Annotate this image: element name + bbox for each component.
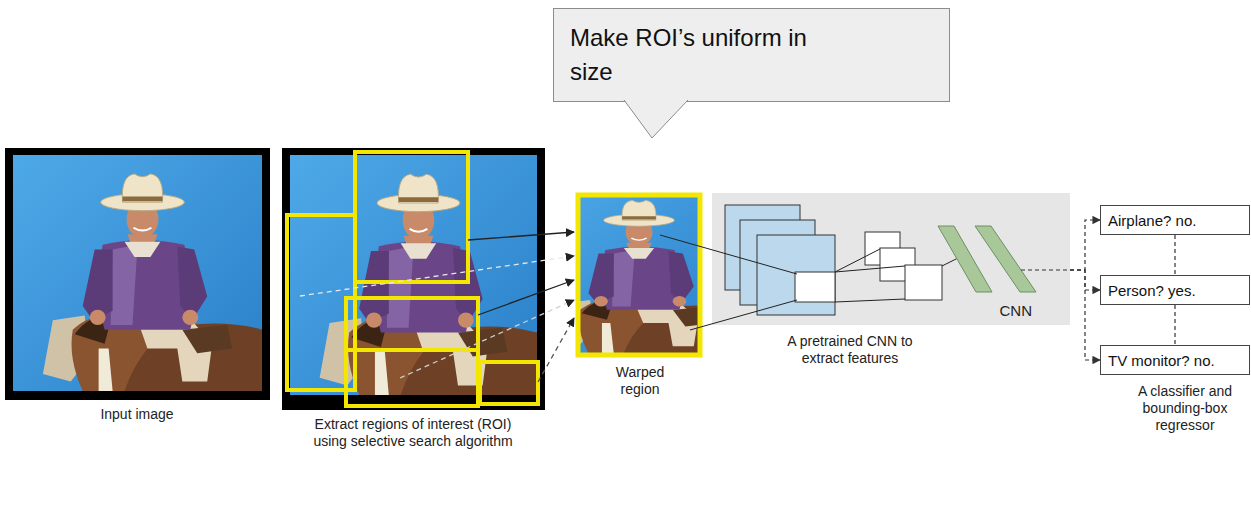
class-box: TV monitor? no. (1100, 345, 1250, 375)
caption-label: A pretrained CNN to extract features (770, 333, 930, 367)
feature-maps (725, 205, 942, 315)
node-text: TV monitor? no. (1108, 352, 1215, 369)
cnn-panel: CNN (712, 193, 1070, 325)
output-stub (1021, 269, 1070, 270)
input-photo (5, 148, 270, 400)
caption-label: A classifier and bounding-box regressor (1120, 383, 1250, 433)
roi-boxes (287, 152, 538, 406)
receptive-lines (660, 235, 958, 330)
callout-box: Make ROI’s uniform in size (553, 8, 950, 102)
dashed-connector (1174, 235, 1175, 275)
dashed-connector (1174, 305, 1175, 345)
caption-label: Extract regions of interest (ROI) using … (313, 416, 513, 450)
proposal-photo (282, 148, 545, 410)
node-text: Person? yes. (1108, 282, 1196, 299)
dashed-connector (1070, 270, 1100, 360)
warped-photo (529, 187, 740, 355)
callout-pointer (624, 100, 690, 142)
dashed-connector (1070, 220, 1100, 270)
caption-label: Warped region (600, 364, 680, 398)
callout-pointer-outline (624, 100, 688, 138)
callout-pointer-fill (624, 100, 688, 138)
roi-arrows (300, 232, 574, 382)
caption-label: Input image (37, 406, 237, 423)
cnn-panel-ground (712, 193, 1070, 325)
node-text: Airplane? no. (1108, 212, 1196, 229)
class-box: Airplane? no. (1100, 205, 1250, 235)
class-box: Person? yes. (1100, 275, 1250, 305)
node-text: CNN (1000, 302, 1033, 319)
node-text: Make ROI’s uniform in size (570, 21, 820, 88)
dense-layers (938, 226, 1036, 292)
